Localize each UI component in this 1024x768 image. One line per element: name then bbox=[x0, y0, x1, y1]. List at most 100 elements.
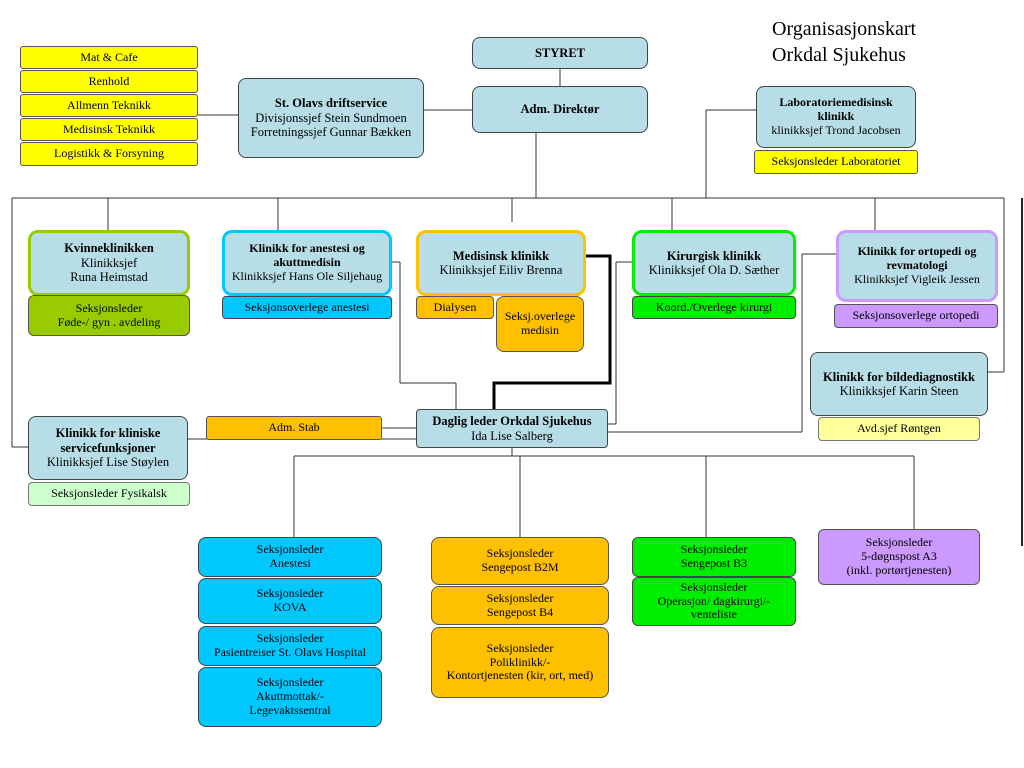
section-b4-box[interactable]: Seksjonsleder Sengepost B4 bbox=[431, 586, 609, 625]
adm-stab-label: Adm. Stab bbox=[268, 420, 320, 435]
anestesi-clinic-box[interactable]: Klinikk for anestesi og akuttmedisin Kli… bbox=[222, 230, 392, 296]
bildediagnostikk-clinic-leader: Klinikksjef Karin Steen bbox=[839, 384, 959, 398]
lab-clinic-box[interactable]: Laboratoriemedisinsk klinikk klinikksjef… bbox=[756, 86, 916, 148]
daglig-leder-person: Ida Lise Salberg bbox=[471, 428, 553, 443]
section-line-1: Seksjonsleder bbox=[256, 675, 324, 690]
ortopedi-clinic-leader: Klinikksjef Vigleik Jessen bbox=[854, 271, 980, 286]
section-line-2: 5-døgnspost A3 bbox=[861, 549, 937, 564]
section-operasjon-box[interactable]: Seksjonsleder Operasjon/ dagkirurgi/- ve… bbox=[632, 577, 796, 626]
section-line-3: (inkl. portørtjenesten) bbox=[846, 562, 952, 577]
ortopedi-section-label: Seksjonsoverlege ortopedi bbox=[852, 308, 980, 323]
kvinneklinikken-section-box[interactable]: Seksjonsleder Føde-/ gyn . avdeling bbox=[28, 295, 190, 336]
section-a3-box[interactable]: Seksjonsleder 5-døgnspost A3 (inkl. port… bbox=[818, 529, 980, 585]
section-line-2: Poliklinikk/- bbox=[489, 654, 551, 669]
section-line-2: Anestesi bbox=[269, 556, 311, 570]
service-unit-label: Logistikk & Forsyning bbox=[53, 146, 164, 161]
servicefunksjoner-clinic-leader: Klinikksjef Lise Støylen bbox=[46, 455, 170, 470]
section-line-2: Akuttmottak/- bbox=[256, 689, 324, 704]
adm-stab-box[interactable]: Adm. Stab bbox=[206, 416, 382, 440]
lab-section-label: Seksjonsleder Laboratoriet bbox=[771, 154, 901, 169]
kvinneklinikken-box[interactable]: Kvinneklinikken Klinikksjef Runa Heimsta… bbox=[28, 230, 190, 296]
lab-clinic-name: Laboratoriemedisinsk klinikk bbox=[779, 95, 893, 124]
ortopedi-clinic-box[interactable]: Klinikk for ortopedi og revmatologi Klin… bbox=[836, 230, 998, 302]
kirurgisk-clinic-name: Kirurgisk klinikk bbox=[666, 248, 762, 263]
driftservice-name: St. Olavs driftservice bbox=[274, 96, 388, 111]
medisinsk-clinic-name: Medisinsk klinikk bbox=[452, 248, 550, 263]
section-line-1: Seksjonsleder bbox=[256, 631, 324, 646]
section-poliklinikk-box[interactable]: Seksjonsleder Poliklinikk/- Kontortjenes… bbox=[431, 627, 609, 698]
section-line-2: Pasientreiser St. Olavs Hospital bbox=[214, 645, 366, 659]
section-pasientreiser-box[interactable]: Seksjonsleder Pasientreiser St. Olavs Ho… bbox=[198, 626, 382, 666]
kvinneklinikken-section-line2: Føde-/ gyn . avdeling bbox=[57, 314, 161, 329]
section-line-1: Seksjonsleder bbox=[486, 640, 554, 655]
section-b3-box[interactable]: Seksjonsleder Sengepost B3 bbox=[632, 537, 796, 577]
service-unit-logistikk[interactable]: Logistikk & Forsyning bbox=[20, 142, 198, 166]
kirurgisk-clinic-leader: Klinikksjef Ola D. Sæther bbox=[648, 263, 780, 277]
kirurgi-section-label: Koord./Overlege kirurgi bbox=[655, 299, 773, 314]
medisinsk-clinic-leader: Klinikksjef Eiliv Brenna bbox=[439, 263, 563, 277]
kirurgi-section-box[interactable]: Koord./Overlege kirurgi bbox=[632, 296, 796, 319]
section-line-3: Kontortjenesten (kir, ort, med) bbox=[446, 668, 594, 683]
ortopedi-clinic-name: Klinikk for ortopedi og revmatologi bbox=[857, 244, 977, 273]
section-line-1: Seksjonsleder bbox=[256, 542, 324, 557]
section-b2m-box[interactable]: Seksjonsleder Sengepost B2M bbox=[431, 537, 609, 585]
service-unit-allmenn-teknikk[interactable]: Allmenn Teknikk bbox=[20, 94, 198, 117]
kvinneklinikken-line3: Runa Heimstad bbox=[70, 270, 148, 285]
fysikalsk-section-label: Seksjonsleder Fysikalsk bbox=[51, 486, 167, 501]
fysikalsk-section-box[interactable]: Seksjonsleder Fysikalsk bbox=[28, 482, 190, 506]
bildediagnostikk-clinic-box[interactable]: Klinikk for bildediagnostikk Klinikksjef… bbox=[810, 352, 988, 416]
driftservice-line3: Forretningssjef Gunnar Bækken bbox=[250, 125, 412, 140]
lab-section-box[interactable]: Seksjonsleder Laboratoriet bbox=[754, 150, 918, 174]
section-line-3: venteliste bbox=[691, 607, 737, 622]
section-line-2: Sengepost B2M bbox=[481, 560, 559, 574]
kvinneklinikken-section-line1: Seksjonsleder bbox=[75, 300, 143, 315]
service-unit-label: Mat & Cafe bbox=[80, 49, 138, 64]
chart-title: Organisasjonskart Orkdal Sjukehus bbox=[772, 16, 916, 68]
section-line-2: KOVA bbox=[273, 600, 307, 614]
section-line-1: Seksjonsleder bbox=[680, 579, 748, 594]
service-unit-renhold[interactable]: Renhold bbox=[20, 70, 198, 93]
anestesi-section-label: Seksjonsoverlege anestesi bbox=[244, 299, 370, 314]
section-line-1: Seksjonsleder bbox=[256, 586, 324, 601]
section-kova-box[interactable]: Seksjonsleder KOVA bbox=[198, 578, 382, 624]
service-unit-medisinsk-teknikk[interactable]: Medisinsk Teknikk bbox=[20, 118, 198, 141]
section-line-2: Sengepost B4 bbox=[486, 604, 554, 619]
section-anestesi-box[interactable]: Seksjonsleder Anestesi bbox=[198, 537, 382, 577]
service-unit-label: Renhold bbox=[88, 73, 130, 88]
title-line-1: Organisasjonskart bbox=[772, 18, 917, 40]
daglig-leder-name: Daglig leder Orkdal Sjukehus bbox=[432, 414, 592, 429]
dialysen-label: Dialysen bbox=[433, 299, 477, 314]
section-akuttmottak-box[interactable]: Seksjonsleder Akuttmottak/- Legevaktssen… bbox=[198, 667, 382, 727]
adm-direktor-box[interactable]: Adm. Direktør bbox=[472, 86, 648, 133]
section-line-1: Seksjonsleder bbox=[865, 535, 933, 550]
styret-label: STYRET bbox=[534, 45, 586, 60]
kvinneklinikken-line2: Klinikksjef bbox=[80, 255, 138, 270]
kirurgisk-clinic-box[interactable]: Kirurgisk klinikk Klinikksjef Ola D. Sæt… bbox=[632, 230, 796, 296]
anestesi-section-box[interactable]: Seksjonsoverlege anestesi bbox=[222, 296, 392, 319]
lab-clinic-leader: klinikksjef Trond Jacobsen bbox=[771, 122, 901, 137]
rontgen-section-label: Avd.sjef Røntgen bbox=[857, 421, 941, 436]
section-line-3: Legevaktssentral bbox=[249, 702, 331, 717]
daglig-leder-box[interactable]: Daglig leder Orkdal Sjukehus Ida Lise Sa… bbox=[416, 409, 608, 448]
ortopedi-section-box[interactable]: Seksjonsoverlege ortopedi bbox=[834, 304, 998, 328]
kvinneklinikken-name: Kvinneklinikken bbox=[64, 241, 154, 256]
section-line-1: Seksjonsleder bbox=[486, 590, 554, 605]
anestesi-clinic-name: Klinikk for anestesi og akuttmedisin bbox=[249, 241, 365, 270]
section-line-2: Sengepost B3 bbox=[680, 556, 748, 570]
bildediagnostikk-clinic-name: Klinikk for bildediagnostikk bbox=[823, 369, 975, 384]
rontgen-section-box[interactable]: Avd.sjef Røntgen bbox=[818, 417, 980, 441]
dialysen-box[interactable]: Dialysen bbox=[416, 296, 494, 319]
servicefunksjoner-clinic-name: Klinikk for kliniske servicefunksjoner bbox=[55, 426, 161, 455]
page-edge-bar bbox=[1021, 198, 1023, 546]
title-line-2: Orkdal Sjukehus bbox=[772, 44, 906, 66]
medisin-section-box[interactable]: Seksj.overlege medisin bbox=[496, 296, 584, 352]
driftservice-box[interactable]: St. Olavs driftservice Divisjonssjef Ste… bbox=[238, 78, 424, 158]
section-line-1: Seksjonsleder bbox=[680, 542, 748, 557]
service-unit-label: Medisinsk Teknikk bbox=[63, 121, 155, 136]
driftservice-line2: Divisjonssjef Stein Sundmoen bbox=[255, 110, 407, 125]
styret-box[interactable]: STYRET bbox=[472, 37, 648, 69]
servicefunksjoner-clinic-box[interactable]: Klinikk for kliniske servicefunksjoner K… bbox=[28, 416, 188, 480]
service-unit-mat-cafe[interactable]: Mat & Cafe bbox=[20, 46, 198, 69]
medisinsk-clinic-box[interactable]: Medisinsk klinikk Klinikksjef Eiliv Bren… bbox=[416, 230, 586, 296]
anestesi-clinic-leader: Klinikksjef Hans Ole Siljehaug bbox=[231, 268, 383, 283]
